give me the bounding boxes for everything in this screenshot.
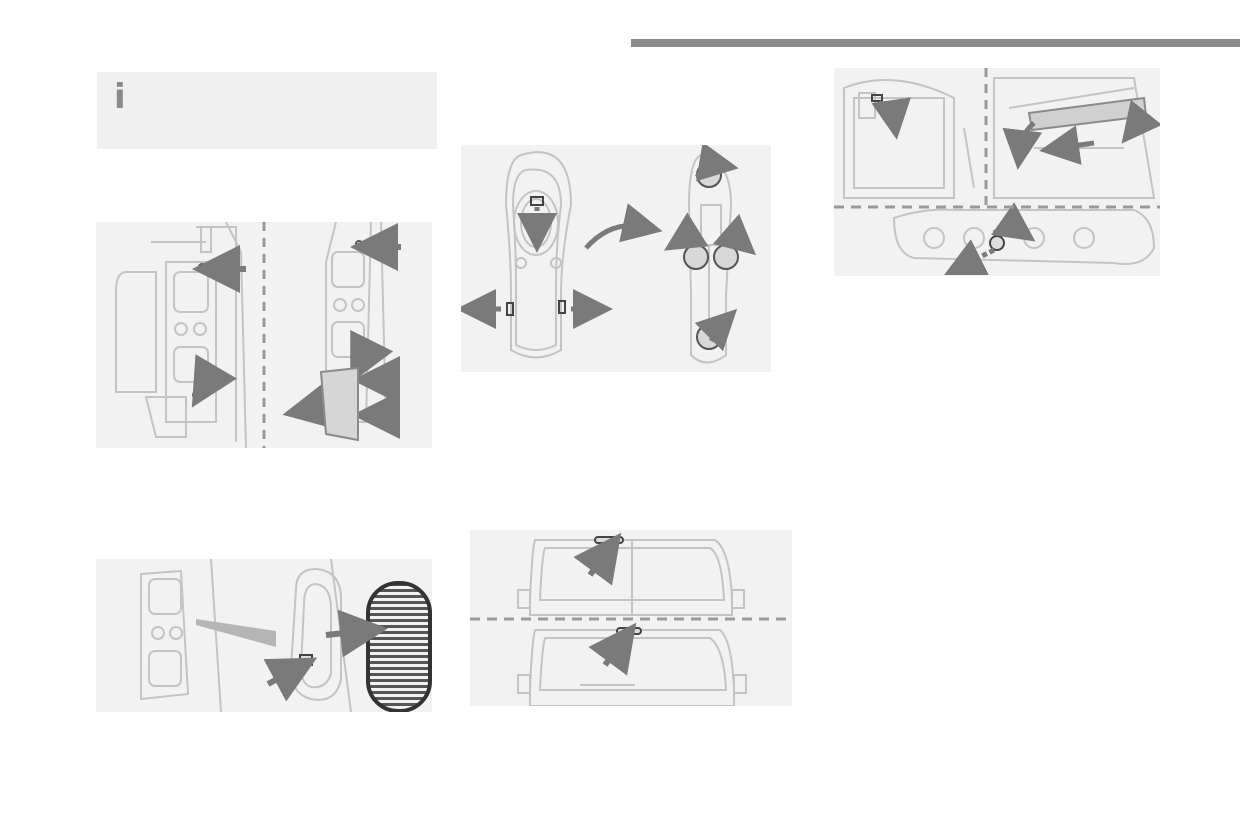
bulb-holder-illustration [461, 145, 771, 372]
lamp-removal-illustration [96, 222, 432, 448]
tailgate-lamp-illustration [834, 68, 1160, 276]
reflector-illustration [96, 559, 432, 712]
section-header-rule [631, 39, 1240, 47]
third-brake-light-illustration [470, 530, 792, 706]
info-icon: i [114, 77, 126, 117]
info-note-box: i [97, 72, 437, 149]
